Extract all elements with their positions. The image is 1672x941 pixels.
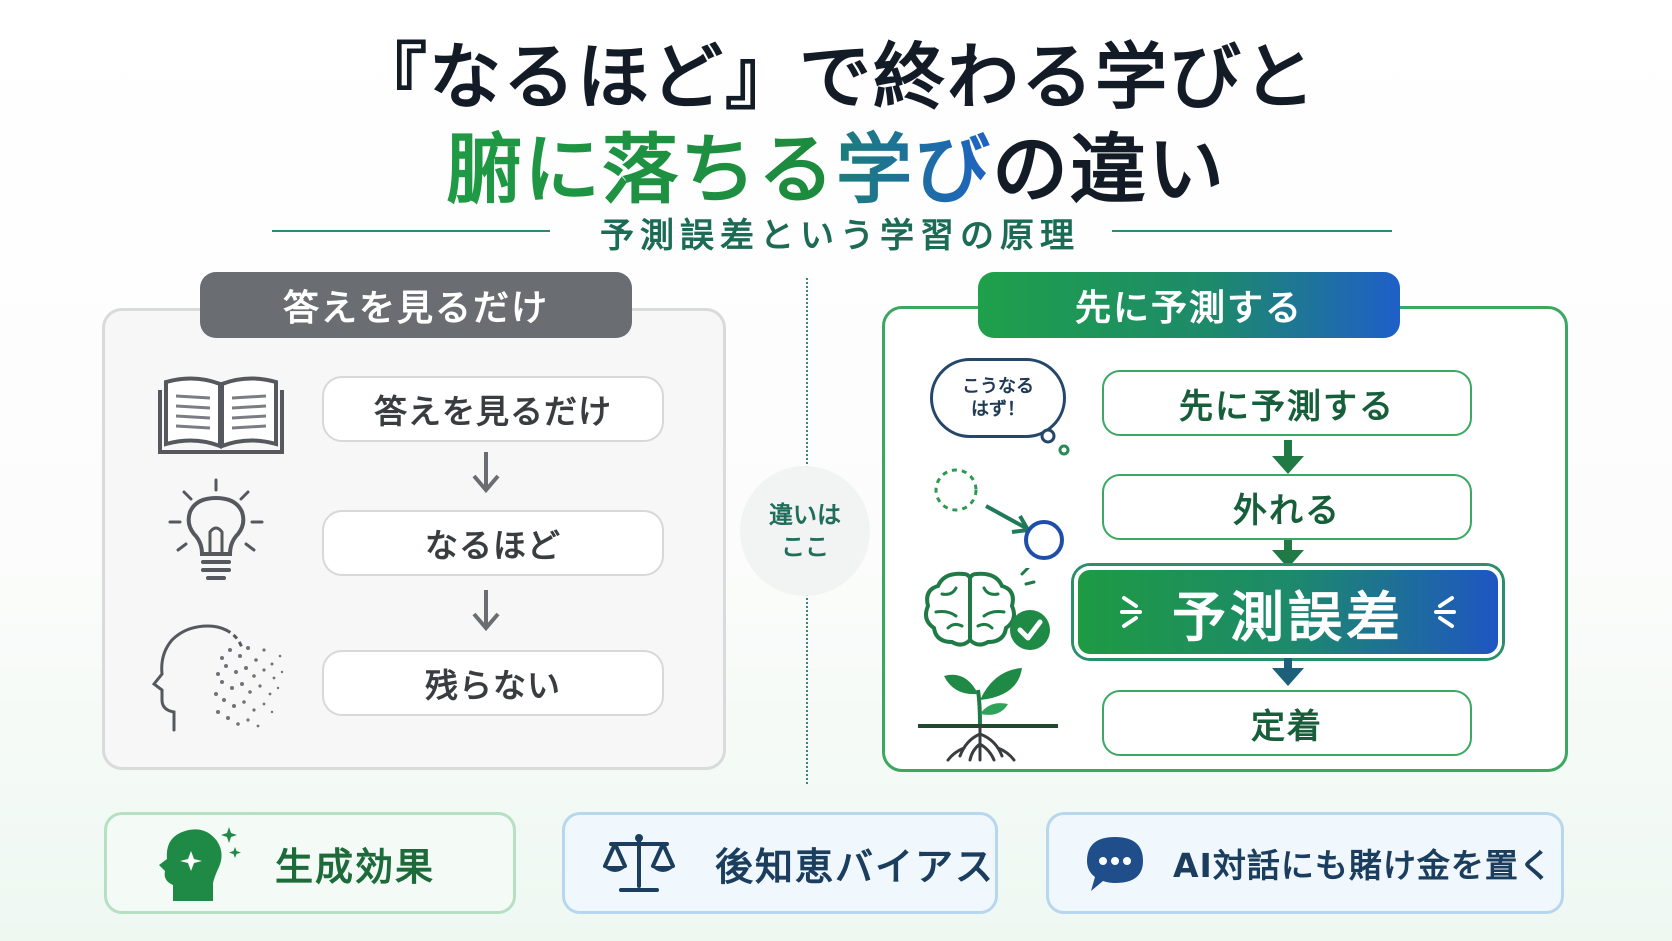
title-highlight-green: 腑に落ちる (446, 125, 836, 214)
prediction-error-highlight: 予測誤差 (1074, 566, 1502, 658)
left-step-1: 答えを見るだけ (322, 376, 664, 442)
chat-bubble-icon (1087, 837, 1143, 891)
card-ai-dialogue-label: AI対話にも賭け金を置く (1173, 846, 1553, 885)
thought-bubble-line-1: こうなる (962, 375, 1034, 397)
brain-check-icon (924, 568, 1050, 650)
right-panel-tab: 先に予測する (978, 272, 1400, 338)
subtitle-rule-right (1112, 230, 1392, 232)
right-step-4: 定着 (1102, 690, 1472, 756)
difference-badge-line-2: ここ (781, 533, 829, 561)
balance-scale-icon (603, 834, 675, 892)
title-line-1: 『なるほど』で終わる学びと (354, 35, 1317, 119)
down-arrow-icon (1272, 440, 1304, 474)
left-step-2: なるほど (322, 510, 664, 576)
left-step-3: 残らない (322, 650, 664, 716)
subtitle: 予測誤差という学習の原理 (600, 216, 1080, 256)
card-hindsight-bias-label: 後知恵バイアス (714, 844, 995, 889)
title-tail: の違い (992, 125, 1226, 214)
thought-bubble-tail-icon (1040, 428, 1070, 456)
burst-right-icon (1434, 596, 1456, 628)
prediction-error-label: 予測誤差 (1172, 585, 1404, 649)
right-step-1: 先に予測する (1102, 370, 1472, 436)
down-arrow-icon (1272, 658, 1304, 686)
thought-bubble-icon: こうなるはず！ (930, 358, 1066, 438)
difference-badge: 違いはここ (740, 466, 870, 596)
burst-left-icon (1120, 596, 1142, 628)
card-generation-effect: 生成効果 (104, 812, 516, 914)
lightbulb-icon (168, 478, 264, 580)
sparkle-head-icon (159, 827, 241, 901)
fading-head-icon (152, 624, 284, 732)
down-arrow-icon (472, 452, 500, 494)
down-arrow-icon (1272, 540, 1304, 568)
sprout-icon (918, 668, 1058, 762)
thought-bubble-line-2: はず！ (971, 399, 1025, 420)
open-book-icon (158, 376, 284, 454)
title-highlight-blue: 学び (836, 125, 992, 214)
left-panel-tab: 答えを見るだけ (200, 272, 632, 338)
right-step-2: 外れる (1102, 474, 1472, 540)
subtitle-rule-left (272, 230, 550, 232)
difference-badge-line-1: 違いは (769, 500, 841, 529)
card-ai-dialogue: AI対話にも賭け金を置く (1046, 812, 1564, 914)
title-line-2: 腑に落ちる学びの違い (0, 108, 1672, 218)
card-generation-effect-label: 生成効果 (275, 844, 436, 889)
card-hindsight-bias: 後知恵バイアス (562, 812, 998, 914)
missed-target-icon (934, 468, 1064, 560)
down-arrow-icon (472, 590, 500, 632)
